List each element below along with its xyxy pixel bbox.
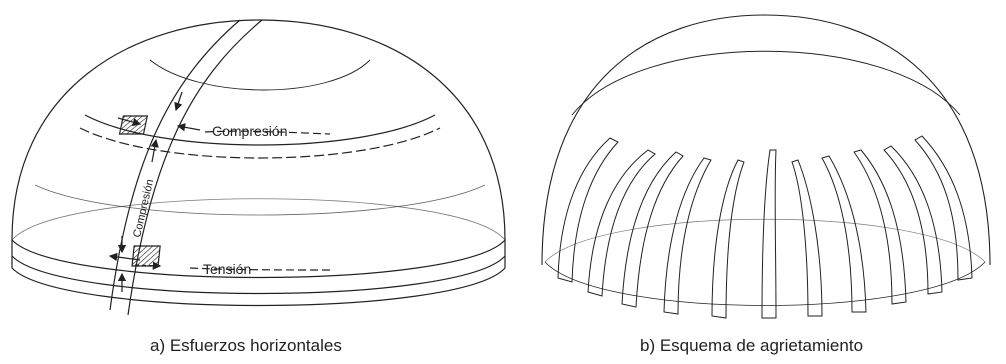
dome-crack-panel xyxy=(542,15,990,318)
label-tension: Tensión xyxy=(203,261,251,277)
dome-a-base-top xyxy=(12,240,505,278)
dome-b-base-back xyxy=(545,219,985,262)
arrow-meridian-bottom xyxy=(152,140,156,162)
dome-b-base-front xyxy=(545,262,985,306)
arrow-meridian-top xyxy=(176,92,182,110)
dome-b-top-ring xyxy=(572,51,960,115)
caption-crack-pattern: b) Esquema de agrietamiento xyxy=(640,336,863,356)
dome-b-outline xyxy=(542,15,990,265)
dome-stress-panel xyxy=(12,20,505,315)
crack-pattern xyxy=(558,136,972,318)
dome-a-ring-3 xyxy=(35,185,485,215)
stress-element-upper xyxy=(120,116,148,134)
dome-a-base-back xyxy=(12,199,505,240)
label-compression: Compresión xyxy=(212,123,287,139)
arrow-compression-right xyxy=(178,126,200,130)
dome-a-base-band xyxy=(12,256,505,294)
dome-a-base-front xyxy=(12,240,505,306)
stress-element-lower xyxy=(132,246,160,266)
dome-a-ring-1 xyxy=(150,60,370,90)
caption-horizontal-stresses: a) Esfuerzos horizontales xyxy=(150,336,342,356)
